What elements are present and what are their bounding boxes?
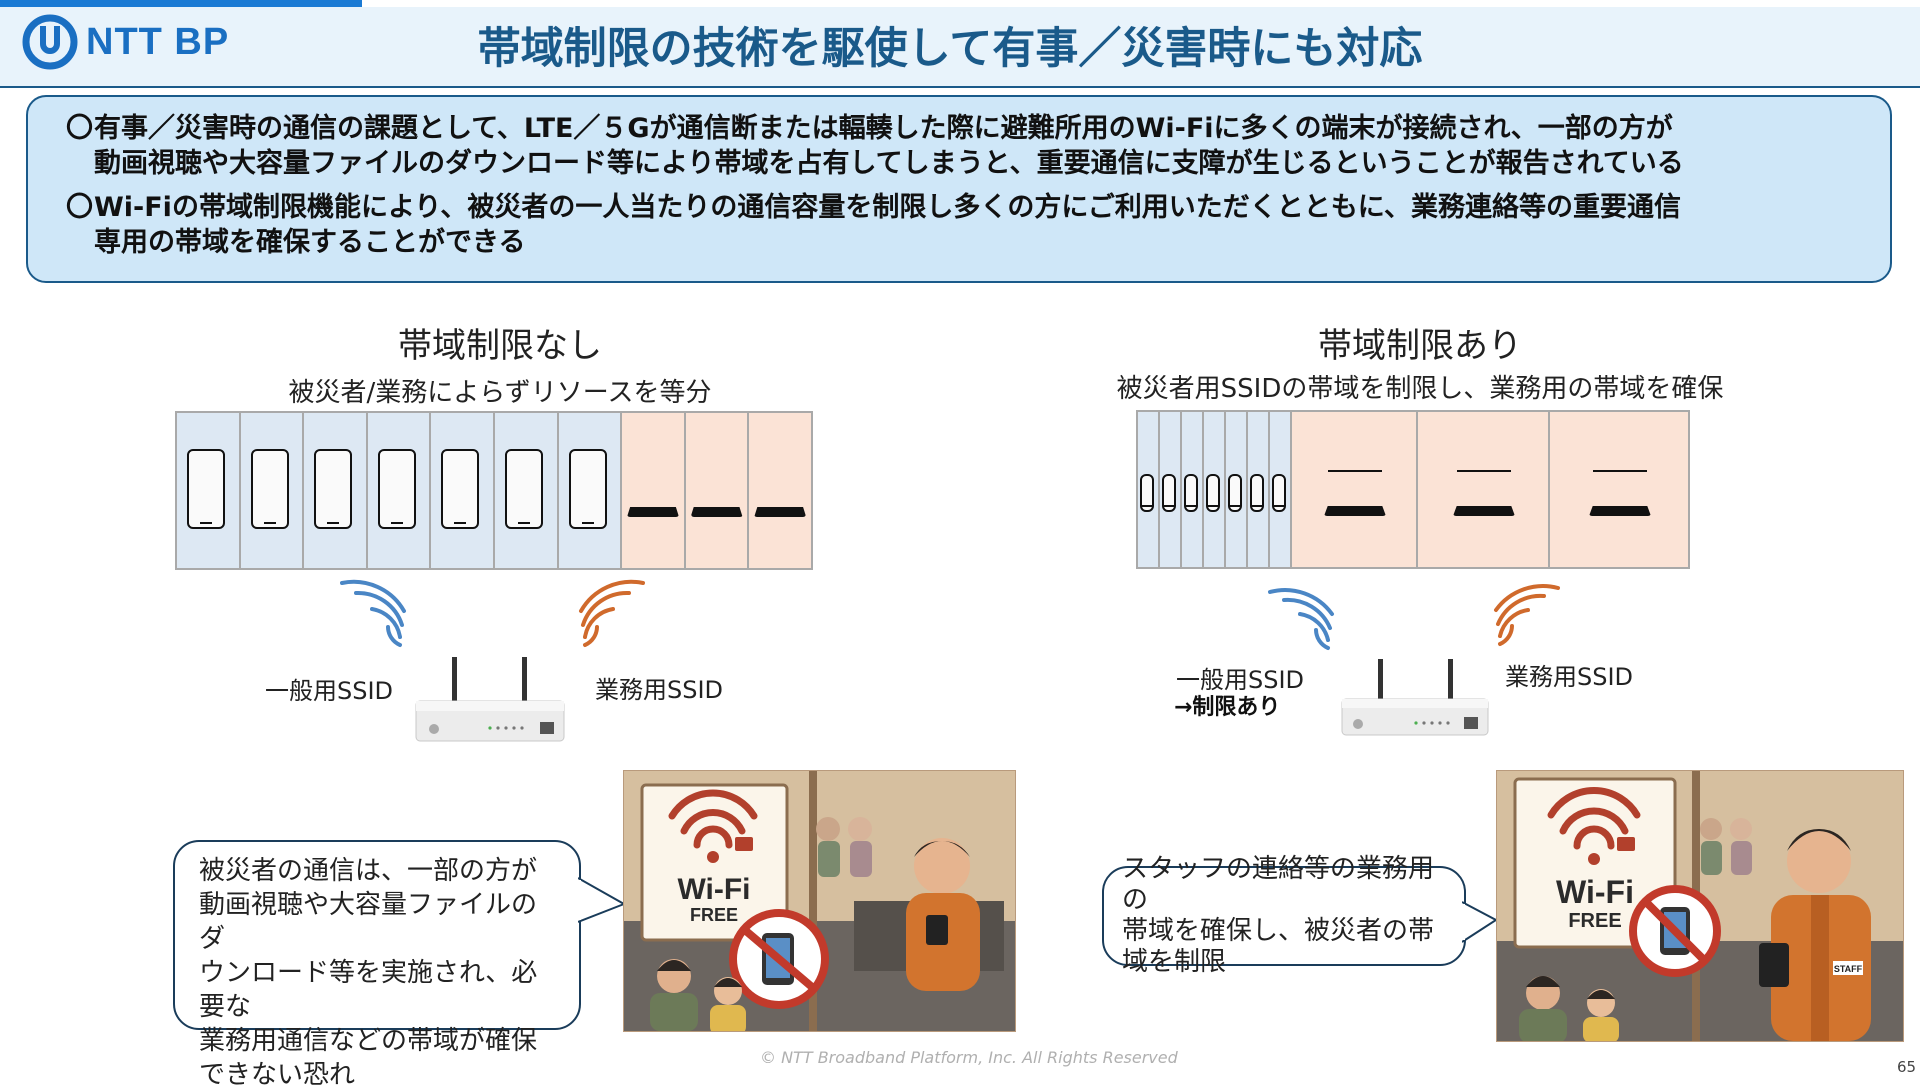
smartphone-icon (187, 449, 225, 529)
business-signal-icon-right (1490, 582, 1570, 652)
wifi-sign-free: FREE (690, 905, 738, 925)
laptop-icon (1324, 506, 1386, 516)
general-signal-icon-right (1258, 586, 1338, 656)
smartphone-icon (569, 449, 607, 529)
bullet-2-line-2: 専用の帯域を確保することができる (66, 225, 1860, 260)
shelter-illustration-right: Wi-Fi FREE STAFF (1496, 770, 1904, 1042)
bullet-1-line-1: 有事／災害時の通信の課題として、LTE／５Gが通信断または輻輳した際に避難所用の… (94, 113, 1673, 144)
right-section-title: 帯域制限あり (1220, 318, 1620, 367)
shelter-staff-scene-image: Wi-Fi FREE STAFF (1497, 771, 1903, 1041)
smartphone-icon (314, 449, 352, 529)
smartphone-icon (441, 449, 479, 529)
left-bandwidth-panel (175, 411, 811, 570)
laptop-screen-icon (1593, 470, 1647, 472)
right-section-subtitle: 被災者用SSIDの帯域を制限し、業務用の帯域を確保 (1100, 368, 1740, 405)
smartphone-icon (1184, 474, 1198, 512)
bubble-line: 業務用通信などの帯域が確保 (199, 1024, 561, 1058)
left-section-title: 帯域制限なし (300, 318, 700, 367)
shelter-scene-image: Wi-Fi FREE (624, 771, 1015, 1031)
bubble-line: 帯域を確保し、被災者の帯 (1122, 916, 1450, 947)
company-logo: NTT BP (22, 14, 229, 70)
page-title: 帯域制限の技術を駆使して有事／災害時にも対応 (400, 14, 1500, 76)
right-business-ssid-label: 業務用SSID (1505, 657, 1633, 692)
bubble-line: ウンロード等を実施され、必要な (199, 956, 561, 1024)
business-bandwidth-slot (747, 411, 813, 570)
right-bandwidth-panel (1136, 410, 1694, 569)
summary-box: 〇有事／災害時の通信の課題として、LTE／５Gが通信断または輻輳した際に避難所用… (26, 95, 1892, 283)
right-general-ssid-note: →制限あり (1174, 689, 1280, 721)
shelter-illustration-left: Wi-Fi FREE (623, 770, 1016, 1032)
laptop-icon (1453, 506, 1515, 516)
business-bandwidth-slot (620, 411, 686, 570)
general-signal-icon-left (330, 575, 410, 655)
laptop-screen-icon (1328, 470, 1382, 472)
right-speech-bubble: スタッフの連絡等の業務用の 帯域を確保し、被災者の帯 域を制限 (1102, 866, 1466, 966)
staff-badge-text: STAFF (1834, 964, 1863, 974)
left-speech-bubble: 被災者の通信は、一部の方が 動画視聴や大容量ファイルのダ ウンロード等を実施され… (173, 840, 581, 1030)
smartphone-icon (1272, 474, 1286, 512)
laptop-icon (1589, 506, 1651, 516)
copyright-footer: © NTT Broadband Platform, Inc. All Right… (760, 1048, 1178, 1067)
smartphone-icon (1140, 474, 1154, 512)
summary-bullet-1: 〇有事／災害時の通信の課題として、LTE／５Gが通信断または輻輳した際に避難所用… (66, 111, 1860, 181)
bullet-2-line-1: Wi-Fiの帯域制限機能により、被災者の一人当たりの通信容量を制限し多くの方にご… (94, 192, 1681, 223)
wifi-router-icon-right (1336, 655, 1496, 739)
business-bandwidth-slot (1416, 410, 1550, 569)
left-general-ssid-label: 一般用SSID (265, 671, 393, 706)
smartphone-icon (1162, 474, 1176, 512)
laptop-icon (691, 507, 743, 517)
bubble-line: 動画視聴や大容量ファイルのダ (199, 888, 561, 956)
left-business-ssid-label: 業務用SSID (595, 670, 723, 705)
left-section-subtitle: 被災者/業務によらずリソースを等分 (230, 372, 770, 409)
summary-bullet-2: 〇Wi-Fiの帯域制限機能により、被災者の一人当たりの通信容量を制限し多くの方に… (66, 190, 1860, 260)
page-number: 65 (1897, 1058, 1916, 1076)
bubble-line: できない恐れ (199, 1058, 561, 1092)
bullet-1-line-2: 動画視聴や大容量ファイルのダウンロード等により帯域を占有してしまうと、重要通信に… (66, 146, 1860, 181)
wifi-sign-free: FREE (1568, 910, 1621, 932)
wifi-sign-text: Wi-Fi (677, 873, 750, 906)
business-bandwidth-slot (684, 411, 750, 570)
smartphone-icon (1250, 474, 1264, 512)
laptop-screen-icon (1457, 470, 1511, 472)
bubble-line: 被災者の通信は、一部の方が (199, 854, 561, 888)
bullet-mark: 〇 (66, 111, 94, 146)
bubble-tail (578, 872, 628, 932)
header-accent-bar (0, 0, 362, 7)
header-divider (0, 86, 1920, 88)
smartphone-icon (1206, 474, 1220, 512)
bubble-line: スタッフの連絡等の業務用の (1122, 854, 1450, 916)
wifi-sign-text: Wi-Fi (1556, 874, 1634, 910)
laptop-icon (627, 507, 679, 517)
smartphone-icon (1228, 474, 1242, 512)
wifi-router-icon-left (412, 655, 572, 747)
logo-text: NTT BP (86, 21, 229, 64)
bubble-line: 域を制限 (1122, 947, 1450, 978)
smartphone-icon (505, 449, 543, 529)
ntt-logo-icon (22, 14, 78, 70)
business-bandwidth-slot (1548, 410, 1690, 569)
smartphone-icon (378, 449, 416, 529)
smartphone-icon (251, 449, 289, 529)
business-bandwidth-slot (1290, 410, 1418, 569)
bullet-mark: 〇 (66, 190, 94, 225)
laptop-icon (754, 507, 806, 517)
business-signal-icon-left (575, 575, 655, 655)
